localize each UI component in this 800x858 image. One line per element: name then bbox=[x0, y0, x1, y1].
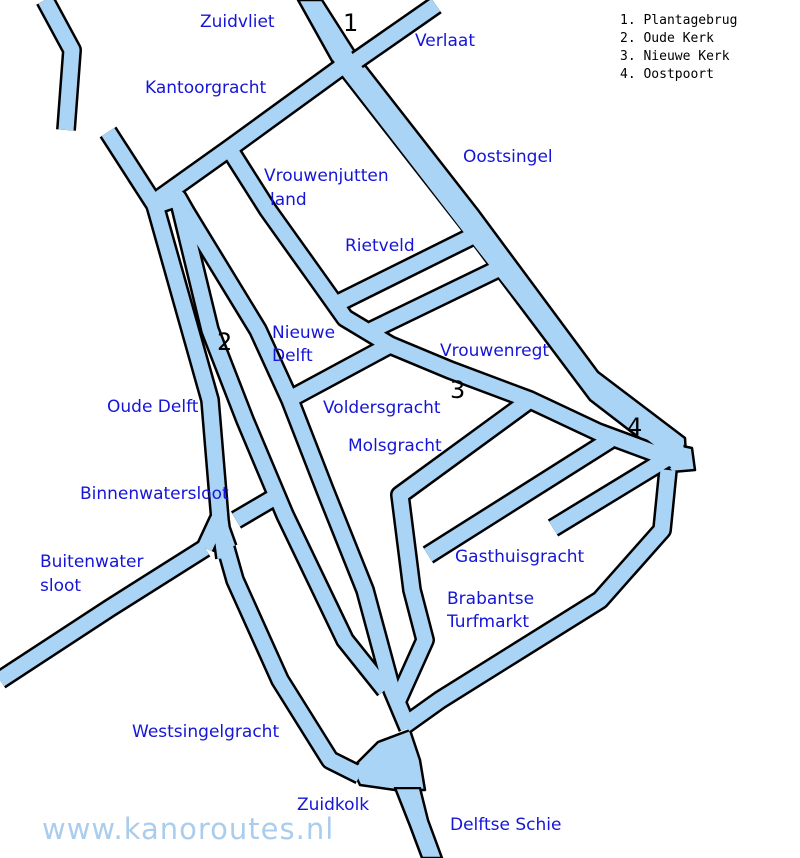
label-molsgracht: Molsgracht bbox=[348, 436, 442, 456]
label-kantoorgracht: Kantoorgracht bbox=[145, 78, 267, 98]
label-vrouwenjuttenland-2: land bbox=[270, 190, 307, 210]
marker-3: 3 bbox=[450, 376, 466, 404]
label-buitenwatersloot-2: sloot bbox=[40, 576, 82, 596]
label-westsingelgracht: Westsingelgracht bbox=[132, 722, 280, 742]
label-voldersgracht: Voldersgracht bbox=[323, 398, 441, 418]
label-oude-delft: Oude Delft bbox=[107, 397, 199, 417]
legend-item-4: 4. Oostpoort bbox=[620, 67, 714, 82]
legend-item-1: 1. Plantagebrug bbox=[620, 13, 738, 28]
marker-4: 4 bbox=[627, 413, 643, 441]
canal-zuidoost bbox=[399, 469, 678, 734]
legend: 1. Plantagebrug 2. Oude Kerk 3. Nieuwe K… bbox=[620, 12, 737, 84]
watermark-text: www.kanoroutes.nl bbox=[42, 812, 335, 846]
marker-2: 2 bbox=[217, 328, 233, 356]
label-brabantse-turfmarkt-2: Turfmarkt bbox=[447, 612, 530, 632]
label-zuidvliet: Zuidvliet bbox=[200, 12, 275, 32]
label-nieuwe-delft-2: Delft bbox=[272, 346, 313, 366]
label-buitenwatersloot-1: Buitenwater bbox=[40, 552, 144, 572]
label-rietveld: Rietveld bbox=[345, 236, 415, 256]
label-zuidkolk: Zuidkolk bbox=[297, 795, 370, 815]
label-delftse-schie: Delftse Schie bbox=[450, 815, 562, 835]
label-binnenwatersloot: Binnenwatersloot bbox=[80, 484, 229, 504]
canal-delftse-schie bbox=[393, 786, 444, 858]
label-gasthuisgracht: Gasthuisgracht bbox=[455, 547, 585, 567]
label-vrouwenjuttenland-1: Vrouwenjutten bbox=[264, 166, 389, 186]
label-brabantse-turfmarkt-1: Brabantse bbox=[447, 589, 535, 609]
label-oostsingel: Oostsingel bbox=[463, 147, 553, 167]
label-vrouwenregt: Vrouwenregt bbox=[440, 341, 550, 361]
label-verlaat: Verlaat bbox=[415, 31, 475, 51]
label-nieuwe-delft-1: Nieuwe bbox=[272, 323, 336, 343]
legend-item-2: 2. Oude Kerk bbox=[620, 31, 714, 46]
marker-1: 1 bbox=[343, 9, 359, 37]
legend-item-3: 3. Nieuwe Kerk bbox=[620, 49, 730, 64]
